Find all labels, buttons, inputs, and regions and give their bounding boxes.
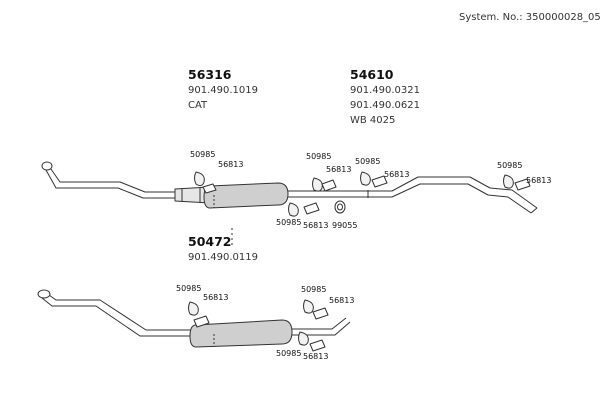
- muffler-lower: [189, 319, 293, 348]
- label-bracket-u4: 56813: [526, 176, 552, 185]
- label-hanger-l3: 50985: [276, 349, 302, 358]
- bracket-upper-3: [371, 175, 388, 188]
- hanger-upper-5: [288, 202, 299, 217]
- intermediate-pipe-upper: [288, 190, 365, 198]
- part-number-54610: 54610: [350, 67, 394, 82]
- part-number-50472: 50472: [188, 234, 232, 249]
- label-hanger-l1: 50985: [176, 284, 202, 293]
- hanger-upper-1: [194, 171, 205, 187]
- hanger-upper-2: [312, 177, 323, 192]
- label-clamp-99055: 99055: [332, 221, 358, 230]
- middle-muffler-upper: [203, 182, 289, 209]
- bracket-lower-2: [312, 307, 329, 320]
- label-bracket-u1: 56813: [218, 160, 244, 169]
- label-hanger-u5: 50985: [276, 218, 302, 227]
- label-bracket-u3: 56813: [384, 170, 410, 179]
- label-bracket-l1: 56813: [203, 293, 229, 302]
- label-bracket-u5: 56813: [303, 221, 329, 230]
- bracket-upper-5: [303, 202, 320, 215]
- ref-56316-2: CAT: [188, 100, 208, 111]
- rear-pipe-upper: [365, 176, 538, 214]
- front-pipe-upper: [41, 161, 175, 199]
- part-number-56316: 56316: [188, 67, 232, 82]
- label-hanger-l2: 50985: [301, 285, 327, 294]
- hanger-lower-2: [303, 299, 314, 314]
- hanger-lower-3: [298, 331, 309, 346]
- front-pipe-lower: [37, 289, 195, 337]
- ref-54610-1: 901.490.0321: [350, 85, 420, 96]
- ref-54610-3: WB 4025: [350, 115, 396, 126]
- ref-54610-2: 901.490.0621: [350, 100, 420, 111]
- label-hanger-u2: 50985: [306, 152, 332, 161]
- label-hanger-u4: 50985: [497, 161, 523, 170]
- label-bracket-l3: 56813: [303, 352, 329, 361]
- bracket-upper-2: [321, 179, 337, 192]
- bracket-lower-1: [193, 315, 210, 328]
- bracket-upper-1: [202, 183, 217, 194]
- clamp-99055: [334, 200, 346, 214]
- bracket-lower-3: [309, 339, 326, 352]
- label-bracket-u2: 56813: [326, 165, 352, 174]
- hanger-upper-4: [503, 174, 514, 189]
- label-bracket-l2: 56813: [329, 296, 355, 305]
- label-hanger-u3: 50985: [355, 157, 381, 166]
- ref-56316-1: 901.490.1019: [188, 85, 258, 96]
- hanger-upper-3: [360, 171, 371, 186]
- bracket-upper-4: [514, 178, 531, 191]
- system-number: System. No.: 350000028_05: [459, 12, 600, 23]
- hanger-lower-1: [188, 301, 199, 316]
- ref-50472-1: 901.490.0119: [188, 252, 258, 263]
- label-hanger-u1: 50985: [190, 150, 216, 159]
